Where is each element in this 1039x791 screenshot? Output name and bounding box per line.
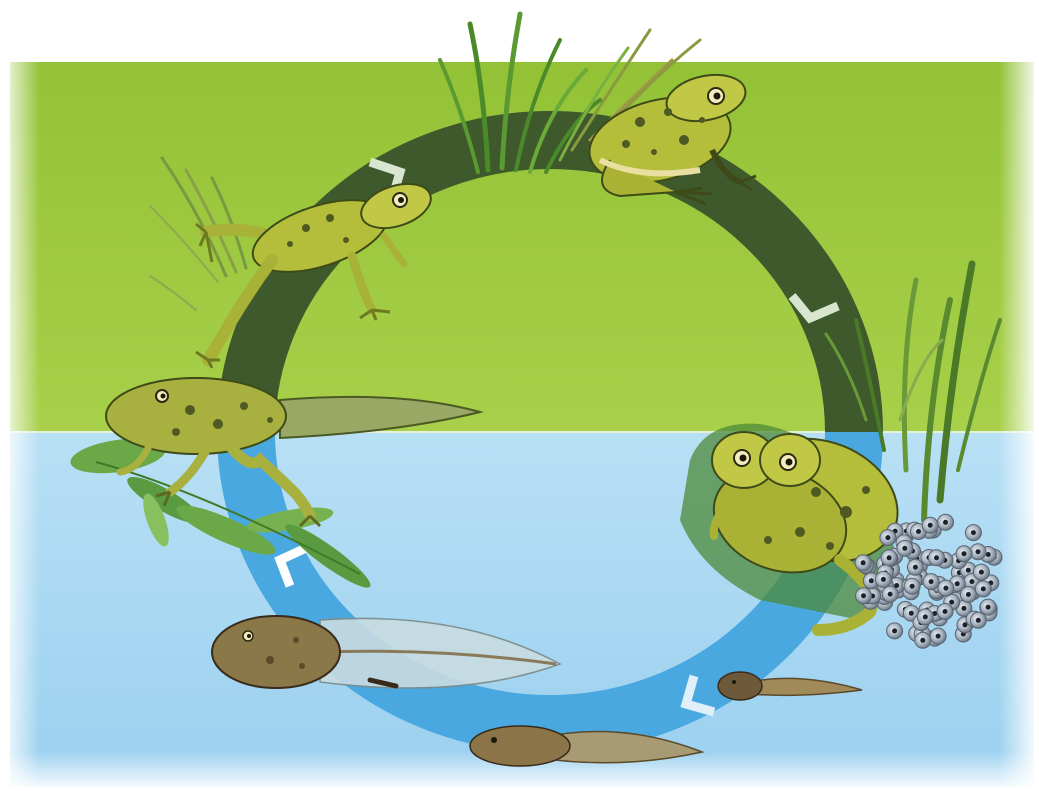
egg-embryo — [986, 605, 991, 610]
egg-embryo — [892, 628, 897, 633]
egg-embryo — [869, 578, 874, 583]
egg-embryo — [955, 581, 960, 586]
egg-embryo — [962, 551, 967, 556]
egg-embryo — [920, 638, 925, 643]
egg-embryo — [971, 530, 976, 535]
egg-embryo — [885, 535, 890, 540]
egg-embryo — [861, 593, 866, 598]
egg-embryo — [929, 579, 934, 584]
egg-embryo — [979, 570, 984, 575]
egg-embryo — [928, 523, 933, 528]
egg-embryo — [909, 611, 914, 616]
egg-embryo — [943, 586, 948, 591]
left-edge-fade — [0, 62, 40, 791]
egg-embryo — [986, 552, 991, 557]
egg-embryo — [976, 549, 981, 554]
egg-embryo — [976, 618, 981, 623]
egg-embryo — [861, 560, 866, 565]
egg-embryo — [916, 529, 921, 534]
egg-embryo — [981, 586, 986, 591]
egg-embryo — [888, 592, 893, 597]
egg-embryo — [943, 609, 948, 614]
egg-embryo — [902, 546, 907, 551]
egg-embryo — [943, 520, 948, 525]
egg-embryo — [887, 555, 892, 560]
egg-embryo — [966, 592, 971, 597]
egg-embryo — [913, 565, 918, 570]
egg-embryo — [923, 614, 928, 619]
egg-embryo — [949, 600, 954, 605]
egg-embryo — [910, 584, 915, 589]
egg-embryo — [934, 555, 939, 560]
egg-embryo — [881, 577, 886, 582]
egg-embryo — [961, 606, 966, 611]
right-edge-fade — [999, 62, 1039, 791]
egg-embryo — [936, 634, 941, 639]
egg-embryo — [966, 568, 971, 573]
egg-embryo — [969, 579, 974, 584]
